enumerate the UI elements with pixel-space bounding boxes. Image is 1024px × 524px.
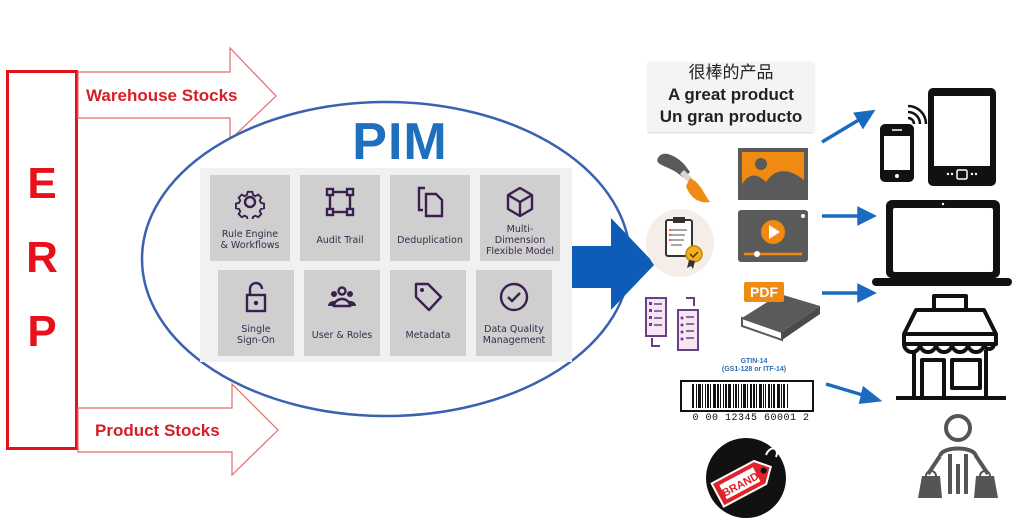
translation-english: A great product bbox=[668, 85, 794, 104]
feature-tile-deduplication: Deduplication bbox=[390, 175, 470, 261]
feature-label: Audit Trail bbox=[316, 234, 364, 246]
barcode-bar bbox=[710, 384, 711, 408]
cube-icon bbox=[480, 185, 560, 219]
arrow-to-shopper bbox=[825, 382, 867, 398]
barcode-bar bbox=[741, 384, 742, 408]
translation-box: 很棒的产品 A great product Un gran producto bbox=[648, 62, 814, 132]
gtin-label: GTIN-14 (GS1-128 or ITF-14) bbox=[721, 358, 787, 373]
erp-letter-e: E bbox=[27, 159, 57, 208]
barcode-bar bbox=[756, 384, 757, 408]
barcode-bar bbox=[773, 384, 775, 408]
barcode-bar bbox=[787, 384, 788, 408]
arrow-head-store bbox=[857, 283, 877, 303]
barcode-bar bbox=[728, 384, 731, 408]
barcode-bar bbox=[747, 384, 748, 408]
tablet-icon bbox=[928, 88, 996, 186]
barcode-bar bbox=[713, 384, 716, 408]
pdf-badge-text: PDF bbox=[750, 284, 778, 300]
copy-icon bbox=[390, 185, 470, 219]
barcode-bar bbox=[698, 384, 701, 408]
feature-label: Deduplication bbox=[397, 234, 463, 246]
barcode-bar bbox=[765, 384, 766, 408]
barcode-bar bbox=[705, 384, 706, 408]
bounding-box-icon bbox=[300, 185, 380, 219]
arrow-to-mobile bbox=[821, 116, 863, 144]
feature-label: Rule Engine & Workflows bbox=[220, 229, 280, 251]
pim-output-arrow bbox=[568, 218, 655, 310]
arrow-head-shopper bbox=[858, 385, 883, 405]
barcode-bar bbox=[759, 384, 762, 408]
certified-clipboard-icon bbox=[646, 209, 714, 277]
product-stocks-arrow bbox=[77, 382, 279, 477]
users-icon bbox=[304, 280, 380, 314]
pdf-book-icon: PDF bbox=[741, 282, 820, 342]
barcode-bar bbox=[781, 384, 782, 408]
barcode-number: 0 00 12345 60001 2 bbox=[692, 413, 810, 424]
feature-tile-single-sign-on: Single Sign-On bbox=[218, 270, 294, 356]
warehouse-stocks-arrow bbox=[77, 46, 277, 142]
barcode-bar bbox=[735, 384, 737, 408]
barcode-bar bbox=[720, 384, 721, 408]
barcode bbox=[680, 380, 814, 412]
feature-tile-audit-trail: Audit Trail bbox=[300, 175, 380, 261]
barcode-bar bbox=[733, 384, 734, 408]
asset-icons: PDF bbox=[645, 148, 820, 351]
barcode-bars bbox=[692, 384, 788, 408]
barcode-bar bbox=[743, 384, 746, 408]
feature-label: Multi-Dimension Flexible Model bbox=[485, 223, 555, 257]
barcode-bar bbox=[777, 384, 780, 408]
barcode-bar bbox=[692, 384, 694, 408]
arrow-head-laptop bbox=[857, 206, 877, 226]
feature-tile-user-roles: User & Roles bbox=[304, 270, 380, 356]
translation-chinese: 很棒的产品 bbox=[688, 63, 774, 83]
feature-label: Metadata bbox=[405, 329, 451, 341]
barcode-bar bbox=[702, 384, 703, 408]
store-icon bbox=[896, 294, 1006, 400]
feature-tile-metadata: Metadata bbox=[390, 270, 466, 356]
erp-letter-p: P bbox=[27, 307, 57, 356]
barcode-bar bbox=[783, 384, 785, 408]
list-mapping-icon bbox=[645, 297, 699, 351]
barcode-bar bbox=[753, 384, 755, 408]
gear-icon bbox=[210, 185, 290, 219]
warehouse-stocks-label: Warehouse Stocks bbox=[86, 86, 238, 105]
barcode-bar bbox=[696, 384, 697, 408]
barcode-bar bbox=[771, 384, 772, 408]
barcode-bar bbox=[723, 384, 724, 408]
barcode-bar bbox=[750, 384, 752, 408]
barcode-bar bbox=[768, 384, 770, 408]
feature-label: Data Quality Management bbox=[482, 324, 546, 346]
mobile-phone-icon bbox=[880, 104, 928, 182]
feature-label: Single Sign-On bbox=[237, 324, 275, 346]
barcode-bar bbox=[763, 384, 764, 408]
arrow-head-mobile bbox=[853, 109, 876, 130]
feature-tile-data-quality: Data Quality Management bbox=[476, 270, 552, 356]
image-icon bbox=[738, 148, 808, 200]
translation-spanish: Un gran producto bbox=[659, 107, 803, 126]
channel-icons bbox=[872, 88, 1012, 498]
video-player-icon bbox=[738, 210, 808, 262]
laptop-icon bbox=[872, 200, 1012, 286]
erp-system-box: E R P bbox=[6, 70, 78, 450]
check-circle-icon bbox=[476, 280, 552, 314]
barcode-bar bbox=[717, 384, 719, 408]
tag-icon bbox=[390, 280, 466, 314]
erp-letter-r: R bbox=[26, 233, 58, 282]
unlock-icon bbox=[218, 280, 294, 314]
barcode-bar bbox=[707, 384, 709, 408]
barcode-bar bbox=[738, 384, 739, 408]
shopper-icon bbox=[918, 414, 998, 498]
paintbrush-icon bbox=[657, 153, 710, 203]
feature-tile-rule-engine: Rule Engine & Workflows bbox=[210, 175, 290, 261]
product-stocks-label: Product Stocks bbox=[95, 421, 220, 440]
channel-arrows bbox=[821, 109, 883, 405]
feature-label: User & Roles bbox=[311, 329, 373, 341]
barcode-bar bbox=[725, 384, 727, 408]
brand-tag-icon: BRAND bbox=[706, 438, 786, 518]
pim-title: PIM bbox=[352, 113, 448, 171]
feature-tile-multi-dimension: Multi-Dimension Flexible Model bbox=[480, 175, 560, 261]
